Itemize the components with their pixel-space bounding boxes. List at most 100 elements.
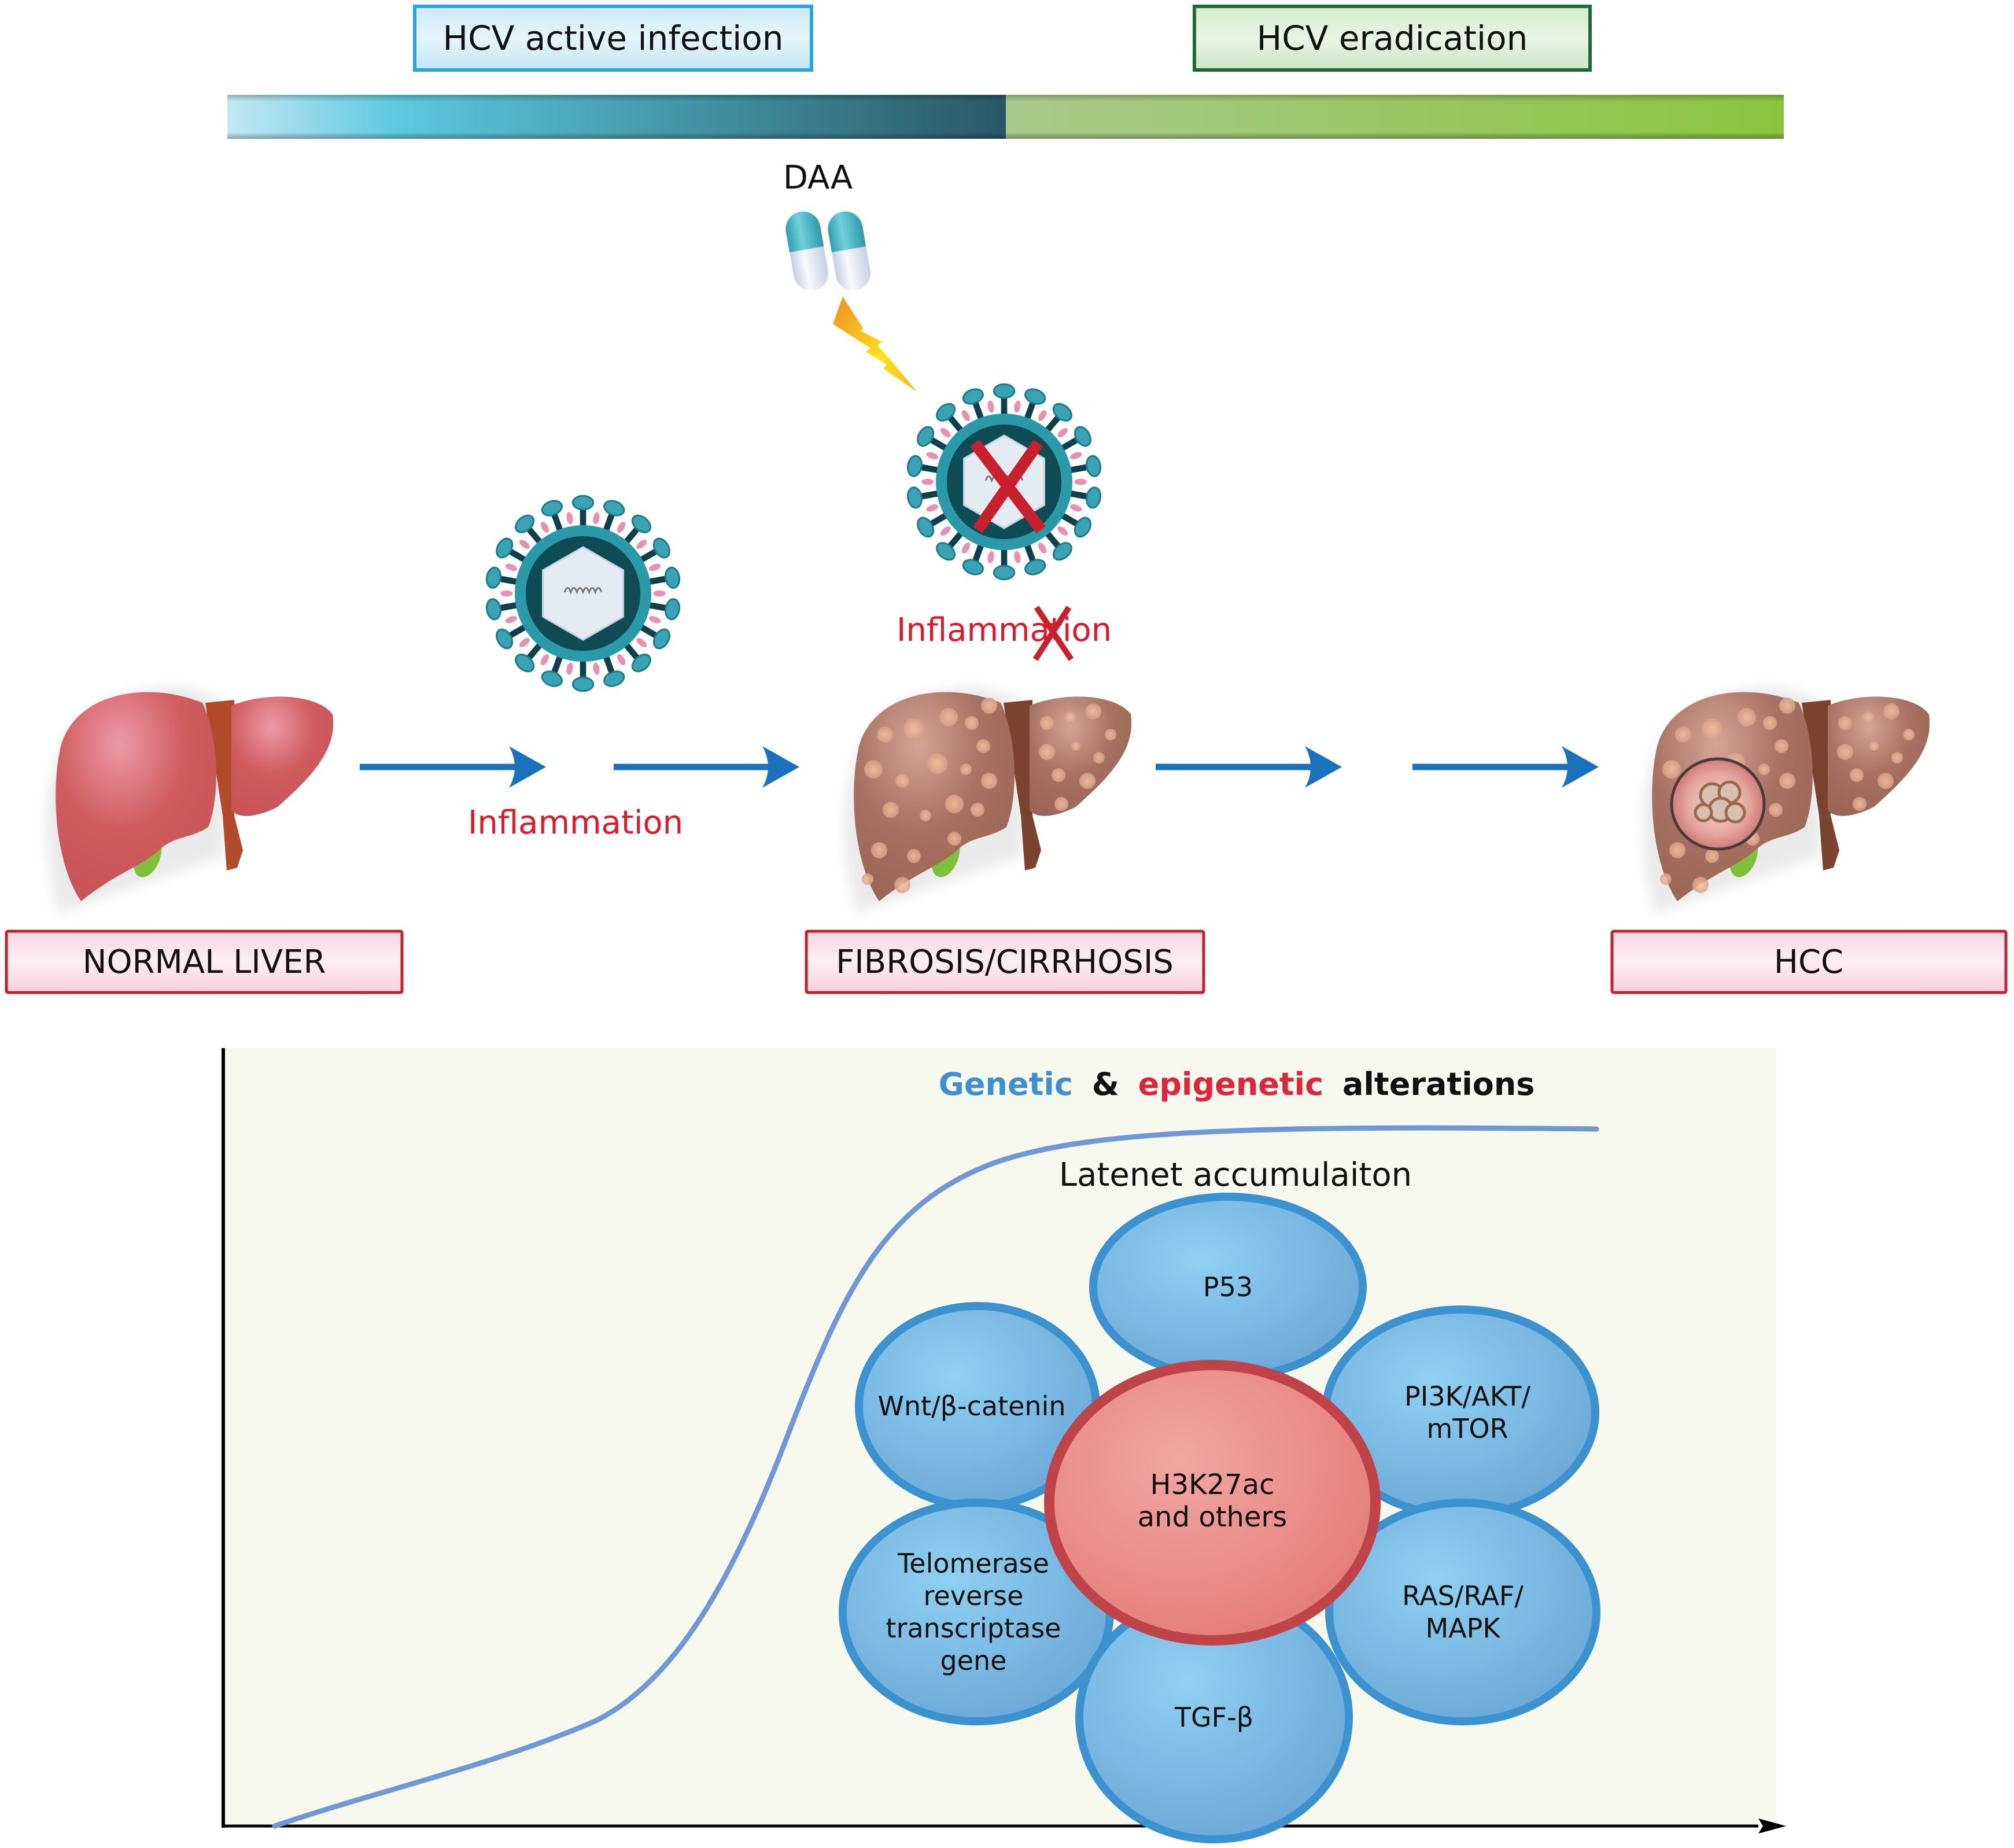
virus-spike-tip (917, 426, 935, 447)
petal-label-line: reverse (924, 1580, 1024, 1611)
virus-spike-tip (906, 486, 923, 509)
hcc-liver-illustration (1642, 687, 1930, 914)
virus-spike-tip (515, 654, 535, 673)
liver-nodule (1838, 716, 1852, 730)
virus-glycoprotein (653, 590, 666, 597)
liver-nodule (1775, 739, 1788, 753)
virus-glycoprotein (500, 590, 513, 597)
virus-glycoprotein (540, 654, 549, 666)
liver-left-lobe (1828, 696, 1930, 816)
liver-nodule (864, 760, 883, 779)
liver-nodule (1738, 708, 1756, 726)
petal-label-line: transcriptase (886, 1613, 1061, 1644)
virus-glycoprotein (961, 410, 970, 422)
virus-blocked-x-mark (970, 439, 1046, 534)
virus-spike-tip (906, 455, 923, 477)
title-ampersand: & (1092, 1066, 1119, 1102)
progression-arrows (360, 746, 1599, 788)
virus-glycoprotein (566, 512, 573, 525)
liver-nodule (945, 795, 964, 813)
liver-right-lobe (854, 692, 1015, 901)
petal-ras: RAS/RAF/MAPK (1325, 1499, 1600, 1725)
liver-nodule (1660, 873, 1672, 885)
petal-label-line: mTOR (1426, 1413, 1508, 1444)
panel-subtitle: Latenet accumulaiton (1059, 1156, 1412, 1194)
liver-nodule (1702, 718, 1722, 739)
virus-spike-tip (1024, 388, 1046, 405)
liver-nodule (1040, 716, 1054, 730)
petal-label-pi3k: PI3K/AKT/mTOR (1404, 1381, 1530, 1444)
liver-nodule (1837, 744, 1853, 760)
virus-glycoprotein (593, 512, 600, 525)
virus-spike-tip (1086, 455, 1102, 477)
liver-nodule (960, 763, 972, 775)
tumor-cell-cluster (1724, 802, 1746, 824)
virus-spike-tip (496, 537, 514, 559)
title-epigenetic: epigenetic (1138, 1066, 1323, 1102)
liver-nodule (1105, 729, 1116, 740)
virus-spike-tip (993, 565, 1016, 581)
virus-spike-tip (541, 500, 563, 517)
center-label-line: H3K27ac (1150, 1469, 1275, 1501)
virus-spike-tip (1052, 542, 1072, 561)
daa-label: DAA (783, 159, 853, 197)
petal-label-tgf: TGF-β (1174, 1702, 1253, 1733)
liver-nodule (1071, 742, 1080, 751)
virus-spike-tip (1086, 486, 1102, 509)
virus-spike-tip (631, 514, 651, 533)
center-ellipse (1044, 1360, 1381, 1646)
arrow-4 (1412, 746, 1599, 788)
arrow-3 (1156, 746, 1342, 788)
virus-spike-tip (665, 566, 681, 589)
timeline-bar-shading (227, 95, 1784, 139)
stage-label-hcc: HCC (1774, 943, 1843, 981)
liver-nodule (1039, 744, 1055, 760)
liver-nodule (883, 802, 899, 818)
arrow-2 (614, 746, 799, 788)
virus-glycoprotein (540, 521, 549, 533)
virus-spike-tip (917, 517, 935, 538)
virus-glycoprotein (1074, 478, 1087, 485)
liver-nodule (947, 832, 961, 846)
inflammation-x-mark (1032, 606, 1074, 661)
liver-nodule (1769, 803, 1783, 817)
petal-label-line: Wnt/β-catenin (877, 1390, 1065, 1422)
virus-glycoprotein (926, 504, 938, 512)
phase-text-active: HCV active infection (443, 19, 784, 58)
liver-nodule (1675, 726, 1691, 743)
liver-nodule (1064, 711, 1076, 723)
petal-label-line: MAPK (1425, 1613, 1501, 1644)
phase-box-active (413, 5, 813, 72)
liver-nodule (1705, 849, 1719, 863)
virus-spike-tip (993, 383, 1016, 399)
liver-nodule (1054, 797, 1068, 811)
liver-nodule (1883, 703, 1899, 720)
liver-nodule (1085, 703, 1101, 720)
virus-glycoprotein (1057, 526, 1068, 536)
virus-spike-tip (496, 628, 514, 650)
liver-nodule (920, 810, 931, 821)
petal-ellipse (1325, 1499, 1600, 1725)
cirrhotic-liver-illustration (844, 687, 1132, 914)
liver-nodule (1850, 768, 1864, 782)
arrow-1 (360, 746, 546, 788)
virus-spike-tip (515, 514, 535, 533)
stage-box-normal-liver: NORMAL LIVER (5, 929, 404, 994)
liver-nodule (1862, 711, 1874, 723)
petal-label-line: Telomerase (897, 1548, 1049, 1579)
timeline-bar (227, 95, 1784, 139)
virus-spike-tip (652, 537, 670, 559)
petal-wnt: Wnt/β-catenin (855, 1302, 1100, 1510)
accumulation-curve (272, 1125, 1599, 1829)
liver-nodule (894, 877, 910, 893)
liver-nodule (871, 842, 887, 858)
virus-spike-tip (1024, 559, 1046, 576)
virus-spike-tip (485, 598, 501, 621)
virus-glycoprotein (636, 540, 647, 549)
title-alterations: alterations (1342, 1066, 1535, 1102)
virus-spike-tip (571, 676, 595, 692)
petal-label-line: PI3K/AKT/ (1404, 1381, 1530, 1412)
liver-nodule (877, 726, 893, 743)
liver-nodule (1869, 742, 1879, 751)
